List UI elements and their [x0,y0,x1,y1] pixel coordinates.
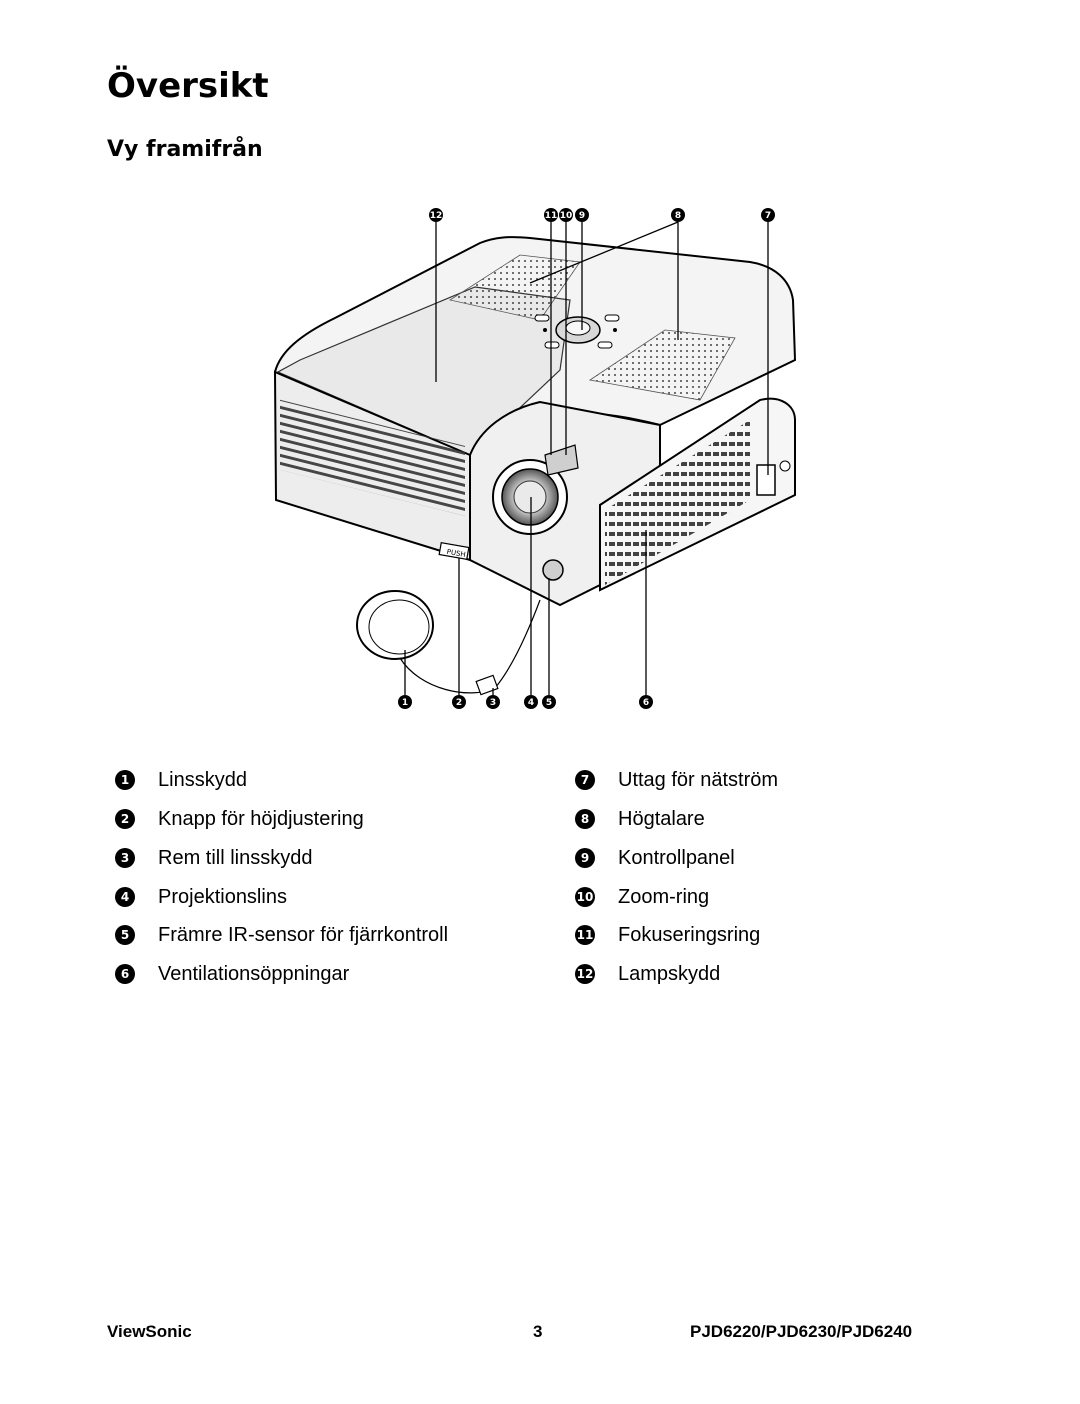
legend-label: Zoom-ring [618,885,710,908]
legend-number: 5 [115,925,135,945]
footer-model-numbers: PJD6220/PJD6230/PJD6240 [690,1322,913,1341]
legend-label: Uttag för nätström [618,768,779,791]
callout-7: 7 [761,208,775,222]
svg-text:1: 1 [402,698,408,708]
legend-label: Knapp för höjdjustering [158,807,364,830]
legend-item: 12 Lampskydd [575,959,720,989]
callout-3: 3 [486,695,500,709]
svg-text:2: 2 [456,698,462,708]
legend-number: 4 [115,887,135,907]
legend-item: 2 Knapp för höjdjustering [115,804,364,834]
legend-number: 10 [575,887,595,907]
legend-number: 11 [575,925,595,945]
legend-label: Fokuseringsring [618,923,761,946]
projector-front-view-illustration: PUSH 12 11 10 9 8 7 1 2 3 4 5 [273,208,797,709]
svg-text:8: 8 [675,211,681,221]
callout-9: 9 [575,208,589,222]
projector-body: PUSH [273,236,797,607]
svg-text:12: 12 [430,211,443,221]
callouts-top: 12 11 10 9 8 7 [429,208,775,222]
svg-text:7: 7 [765,211,771,221]
legend-item: 7 Uttag för nätström [575,765,778,795]
callout-4: 4 [524,695,538,709]
svg-text:5: 5 [546,698,552,708]
legend-item: 6 Ventilationsöppningar [115,959,349,989]
footer-page-number: 3 [533,1322,543,1341]
legend-item: 10 Zoom-ring [575,882,709,912]
legend-item: 4 Projektionslins [115,882,287,912]
legend-item: 3 Rem till linsskydd [115,843,312,873]
callout-2: 2 [452,695,466,709]
callout-10: 10 [559,208,573,222]
callout-12: 12 [429,208,443,222]
legend-number: 1 [115,770,135,790]
legend-number: 8 [575,809,595,829]
legend-label: Linsskydd [158,768,247,791]
callout-6: 6 [639,695,653,709]
callout-5: 5 [542,695,556,709]
footer-brand: ViewSonic [107,1322,192,1341]
callout-leader-lines [404,221,769,695]
page-title: Översikt [107,66,269,106]
legend-label: Främre IR-sensor för fjärrkontroll [158,923,449,946]
svg-text:9: 9 [579,211,585,221]
legend-label: Rem till linsskydd [158,846,313,869]
legend-item: 9 Kontrollpanel [575,843,735,873]
callout-11: 11 [544,208,558,222]
svg-text:4: 4 [528,698,534,708]
svg-text:6: 6 [643,698,649,708]
legend-item: 8 Högtalare [575,804,705,834]
legend-label: Projektionslins [158,885,287,908]
legend-number: 6 [115,964,135,984]
legend-label: Högtalare [618,807,705,830]
legend-number: 12 [575,964,595,984]
legend-label: Lampskydd [618,962,721,985]
lens-cap [356,590,541,696]
legend-number: 3 [115,848,135,868]
callout-8: 8 [671,208,685,222]
section-title: Vy framifrån [107,137,263,162]
legend-number: 9 [575,848,595,868]
svg-text:11: 11 [545,211,558,221]
legend-item: 11 Fokuseringsring [575,920,760,950]
svg-text:10: 10 [560,211,573,221]
callout-1: 1 [398,695,412,709]
legend-number: 7 [575,770,595,790]
push-button-label: PUSH [446,548,466,559]
svg-text:3: 3 [490,698,496,708]
legend-number: 2 [115,809,135,829]
legend-item: 5 Främre IR-sensor för fjärrkontroll [115,920,448,950]
legend-label: Kontrollpanel [618,846,735,869]
legend-label: Ventilationsöppningar [158,962,350,985]
legend-item: 1 Linsskydd [115,765,247,795]
callouts-bottom: 1 2 3 4 5 6 [398,695,653,709]
